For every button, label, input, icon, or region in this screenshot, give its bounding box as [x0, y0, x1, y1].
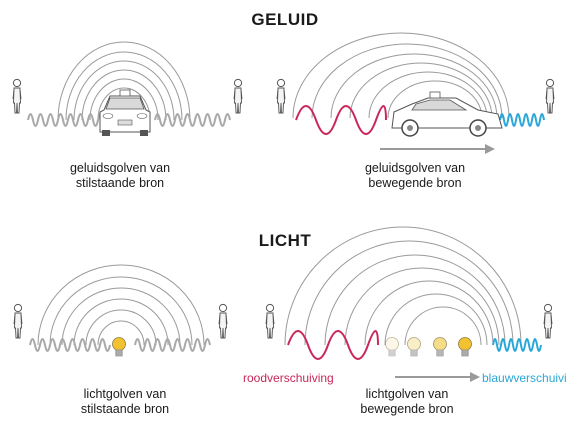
blue-light-wave: [492, 338, 542, 352]
observer-left-icon: [13, 303, 23, 339]
lightbulb-icon: [112, 337, 126, 357]
car-front-icon: [99, 89, 151, 136]
lightbulb-faded-icon: [407, 337, 421, 357]
sound-stationary-arcs: [57, 41, 191, 121]
light-moving-arcs: [284, 226, 522, 346]
heading-sound: GELUID: [251, 10, 319, 29]
light-stationary-arcs: [37, 264, 205, 346]
caption-light-stationary: lichtgolven van stilstaande bron: [65, 387, 185, 417]
red-sound-wave: [295, 105, 387, 135]
redshift-label: roodverschuiving: [243, 371, 334, 385]
light-stationary-panel: [13, 264, 228, 357]
caption-line: bewegende bron: [360, 402, 454, 416]
light-stationary-wave-right: [134, 338, 211, 352]
caption-line: stilstaande bron: [80, 402, 170, 416]
motion-arrow-light: [395, 372, 480, 382]
light-moving-panel: [265, 226, 553, 382]
caption-line: geluidsgolven van: [69, 161, 171, 175]
red-light-wave: [287, 330, 379, 360]
lightbulb-icon: [458, 337, 472, 357]
sound-stationary-panel: [12, 41, 243, 136]
blue-sound-wave: [499, 113, 545, 127]
motion-arrow-sound: [380, 144, 495, 154]
sound-moving-panel: [276, 32, 555, 154]
car-side-icon: [391, 91, 503, 137]
lightbulb-faded-icon: [385, 337, 399, 357]
observer-right-icon: [218, 303, 228, 339]
light-stationary-wave-left: [29, 338, 111, 352]
caption-line: bewegende bron: [368, 176, 462, 190]
caption-light-moving: lichtgolven van bewegende bron: [347, 387, 467, 417]
listener-right-icon: [545, 78, 555, 114]
observer-right-icon: [543, 303, 553, 339]
sound-moving-arcs: [292, 32, 510, 119]
sound-stationary-wave: [27, 113, 231, 127]
listener-right-icon: [233, 78, 243, 114]
caption-line: stilstaande bron: [75, 176, 165, 190]
observer-left-icon: [265, 303, 275, 339]
blueshift-label: blauwverschuivi: [482, 371, 567, 385]
listener-left-icon: [12, 78, 22, 114]
caption-line: lichtgolven van: [365, 387, 449, 401]
caption-sound-moving: geluidsgolven van bewegende bron: [355, 161, 475, 191]
listener-left-icon: [276, 78, 286, 114]
caption-line: geluidsgolven van: [364, 161, 466, 175]
caption-line: lichtgolven van: [83, 387, 167, 401]
caption-sound-stationary: geluidsgolven van stilstaande bron: [60, 161, 180, 191]
heading-light: LICHT: [258, 231, 312, 250]
lightbulb-faded-icon: [433, 337, 447, 357]
